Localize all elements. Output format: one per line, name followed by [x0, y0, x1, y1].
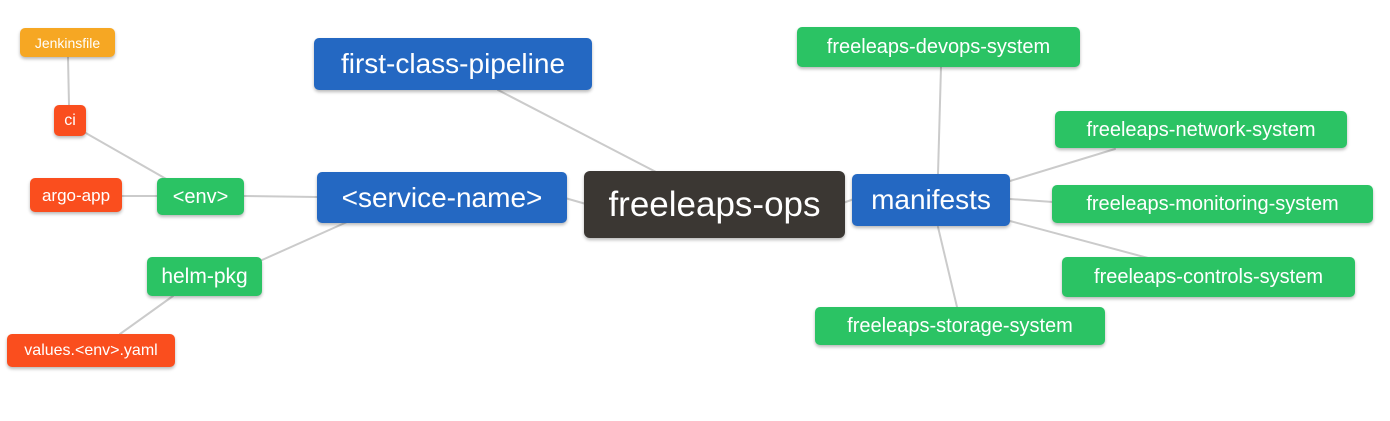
edge-helm-pkg-values-yaml — [119, 295, 174, 335]
node-freeleaps-monitoring-system[interactable]: freeleaps-monitoring-system — [1052, 185, 1373, 223]
node-jenkinsfile[interactable]: Jenkinsfile — [20, 28, 115, 57]
node-env[interactable]: <env> — [157, 178, 244, 215]
node-values-env-yaml[interactable]: values.<env>.yaml — [7, 334, 175, 367]
node-service-name[interactable]: <service-name> — [317, 172, 567, 223]
edge-env-service-name — [243, 195, 318, 198]
node-ci[interactable]: ci — [54, 105, 86, 136]
node-helm-pkg[interactable]: helm-pkg — [147, 257, 262, 296]
node-manifests[interactable]: manifests — [852, 174, 1010, 226]
edge-ci-env — [83, 131, 169, 181]
node-freeleaps-controls-system[interactable]: freeleaps-controls-system — [1062, 257, 1355, 297]
node-freeleaps-storage-system[interactable]: freeleaps-storage-system — [815, 307, 1105, 345]
edge-manifests-devops — [937, 66, 942, 175]
node-freeleaps-ops[interactable]: freeleaps-ops — [584, 171, 845, 238]
edge-manifests-controls — [1009, 220, 1149, 259]
edge-manifests-storage — [937, 226, 958, 308]
edge-service-name-helm-pkg — [261, 221, 348, 261]
node-first-class-pipeline[interactable]: first-class-pipeline — [314, 38, 592, 90]
node-freeleaps-network-system[interactable]: freeleaps-network-system — [1055, 111, 1347, 148]
edge-first-class-pipeline-root — [497, 89, 659, 174]
edge-jenkinsfile-ci — [67, 56, 70, 106]
edge-service-name-root — [564, 197, 587, 205]
node-freeleaps-devops-system[interactable]: freeleaps-devops-system — [797, 27, 1080, 67]
node-argo-app[interactable]: argo-app — [30, 178, 122, 212]
edge-manifests-network — [1009, 148, 1116, 182]
edge-manifests-monitoring — [1009, 198, 1054, 203]
